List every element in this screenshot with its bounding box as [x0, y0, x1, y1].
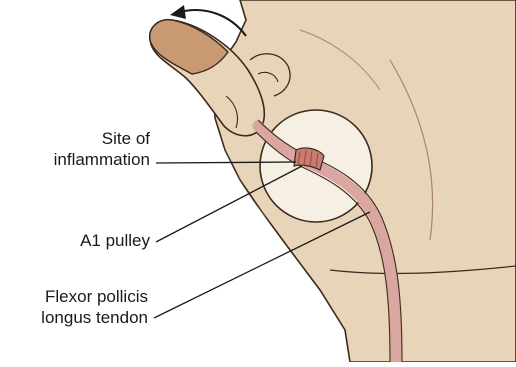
label-line: A1 pulley	[0, 230, 150, 251]
curved-arrow-head	[170, 5, 186, 19]
label-line: longus tendon	[0, 307, 148, 328]
label-a1-pulley: A1 pulley	[0, 230, 150, 251]
label-line: Flexor pollicis	[0, 286, 148, 307]
label-line: Site of	[0, 128, 150, 149]
label-line: inflammation	[0, 149, 150, 170]
label-site-of-inflammation: Site of inflammation	[0, 128, 150, 170]
label-flexor-tendon: Flexor pollicis longus tendon	[0, 286, 148, 328]
